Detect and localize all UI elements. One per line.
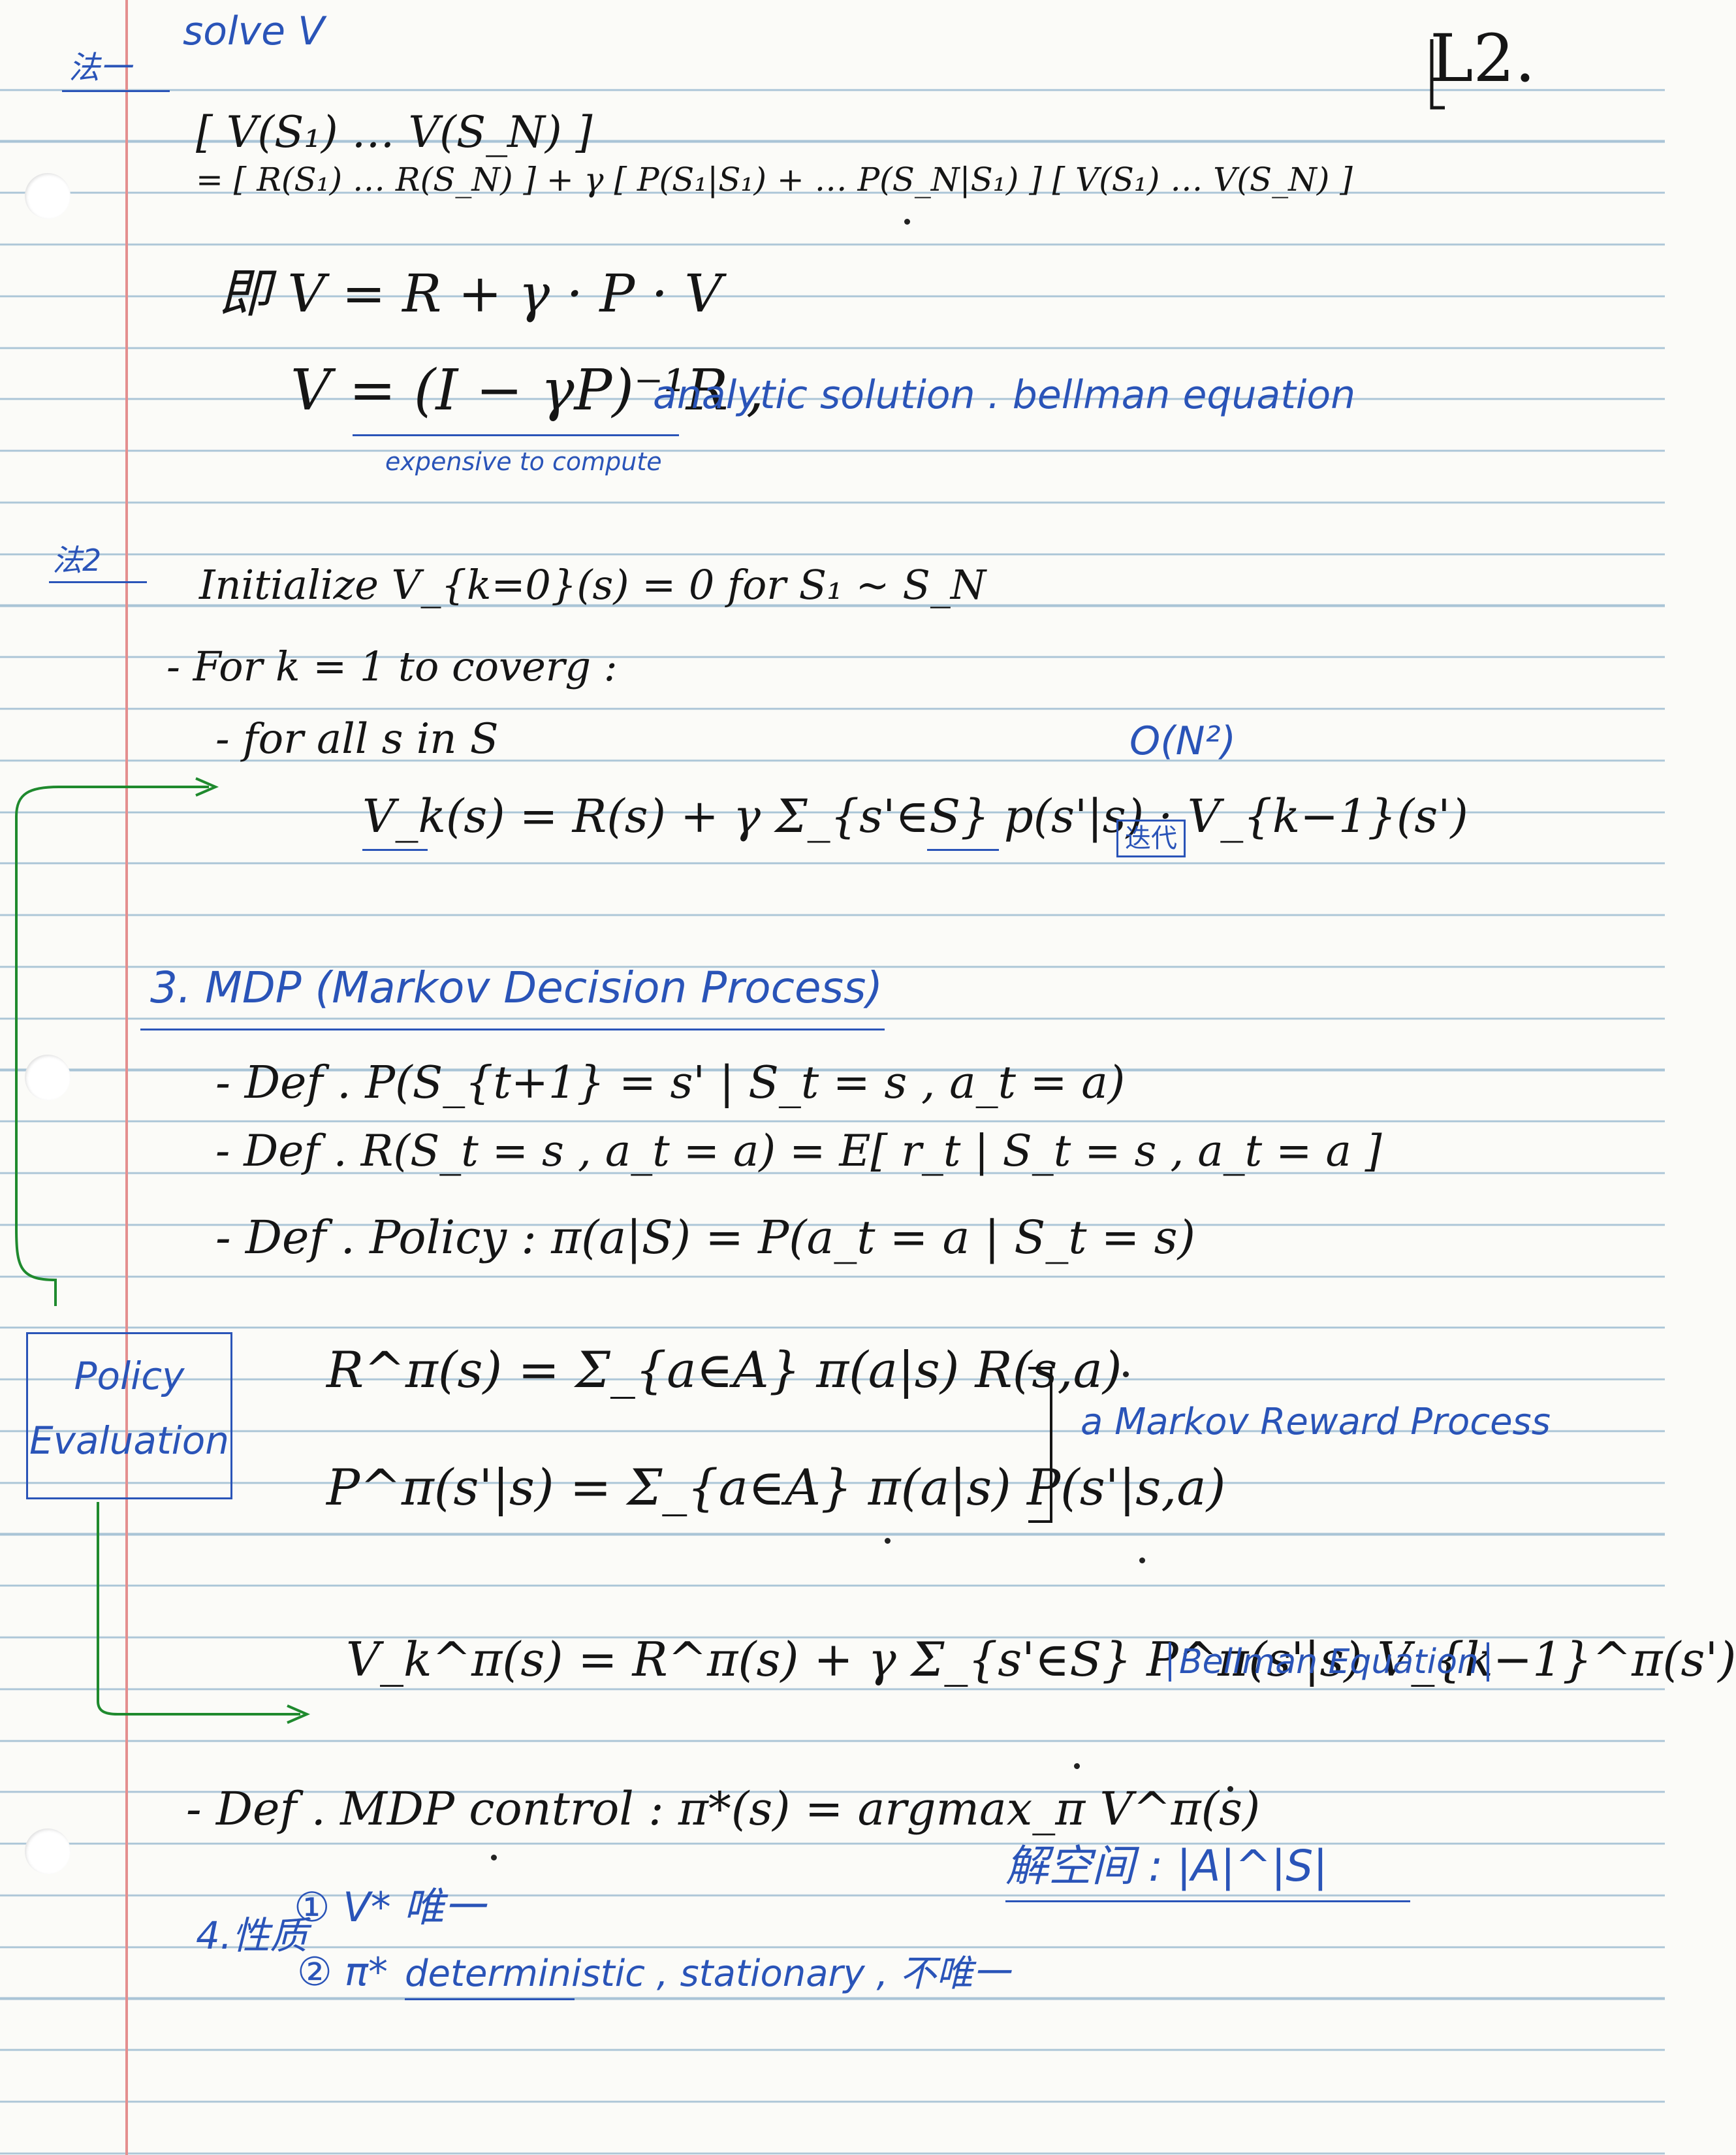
def-policy: - Def . Policy : π(a|S) = P(a_t = a | S_… [215, 1211, 1195, 1264]
ink-dot [491, 1855, 497, 1860]
bellman-equation: V_k^π(s) = R^π(s) + γ Σ_{s'∈S} P^π(s'|s)… [346, 1632, 1736, 1687]
page-number-bracket [1430, 39, 1445, 110]
loop-s: - for all s in S [215, 715, 499, 763]
loop-k: - For k = 1 to coverg : [166, 643, 618, 690]
ink-dot [1139, 1557, 1145, 1563]
analytic-underline [353, 434, 679, 436]
solution-space: 解空间 : |A|^|S| [1005, 1841, 1328, 1891]
notebook-paper [0, 0, 1665, 2155]
properties-label: 4.性质 [196, 1913, 308, 1958]
vk1-underline [927, 849, 999, 851]
policy-evaluation-label: Policy Evaluation [29, 1354, 230, 1463]
matrix-equation: = [ R(S₁) … R(S_N) ] + γ [ P(S₁|S₁) + … … [196, 161, 1353, 199]
iterative-tag: 迭代 [1116, 820, 1186, 857]
property-2-words: deterministic , stationary , 不唯一 [405, 1953, 1010, 1995]
binder-hole [25, 1055, 71, 1100]
complexity-note: O(N²) [1129, 718, 1236, 764]
method1-label: 法一 [69, 50, 132, 86]
solution-space-underline [1005, 1900, 1410, 1902]
ink-dot [1123, 1371, 1129, 1377]
mrp-brace [1028, 1367, 1052, 1523]
ink-dot [1227, 1786, 1233, 1792]
vk-underline [362, 849, 428, 851]
method2-label-underline [49, 581, 147, 583]
matrix-v-vector: [ V(S₁) … V(S_N) ] [196, 107, 593, 157]
analytic-note: analytic solution . bellman equation [653, 372, 1356, 418]
transition-under-policy: P^π(s'|s) = Σ_{a∈A} π(a|s) P(s'|s,a) [326, 1458, 1226, 1516]
compact-bellman-form: 即 V = R + γ · P · V [219, 263, 723, 324]
binder-hole [25, 173, 71, 219]
mdp-heading: 3. MDP (Markov Decision Process) [150, 963, 883, 1013]
init-step: Initialize V_{k=0}(s) = 0 for S₁ ~ S_N [199, 561, 986, 609]
margin-line [125, 0, 128, 2155]
policy-evaluation-box: Policy Evaluation [26, 1332, 232, 1499]
def-reward: - Def . R(S_t = s , a_t = a) = E[ r_t | … [215, 1126, 1382, 1176]
method2-label: 法2 [52, 543, 102, 578]
mdp-heading-underline [140, 1029, 885, 1030]
method1-label-underline [62, 90, 170, 92]
deterministic-underline [405, 1998, 575, 2000]
bellman-tag: Bellman Equation [1169, 1642, 1489, 1682]
ink-dot [1074, 1763, 1080, 1769]
ink-dot [904, 219, 910, 225]
mdp-control-def: - Def . MDP control : π*(s) = argmax_π V… [186, 1782, 1261, 1836]
property-2-prefix: ② π* [297, 1949, 388, 1995]
def-transition: - Def . P(S_{t+1} = s' | S_t = s , a_t =… [215, 1057, 1126, 1109]
ink-dot [885, 1538, 891, 1544]
mrp-note: a Markov Reward Process [1081, 1401, 1551, 1443]
iterative-update: V_k(s) = R(s) + γ Σ_{s'∈S} p(s'|s) · V_{… [362, 790, 1468, 843]
reward-under-policy: R^π(s) = Σ_{a∈A} π(a|s) R(s,a) [326, 1341, 1122, 1399]
page-number: L2. [1430, 20, 1536, 97]
binder-hole [25, 1828, 71, 1874]
property-1: ① V* 唯一 [294, 1883, 485, 1931]
cost-note: expensive to compute [385, 447, 662, 476]
policy-evaluation-arrows [15, 777, 311, 1724]
method1-heading: solve V [183, 8, 325, 54]
analytic-solution: V = (I − γP)⁻¹R , [291, 358, 765, 423]
